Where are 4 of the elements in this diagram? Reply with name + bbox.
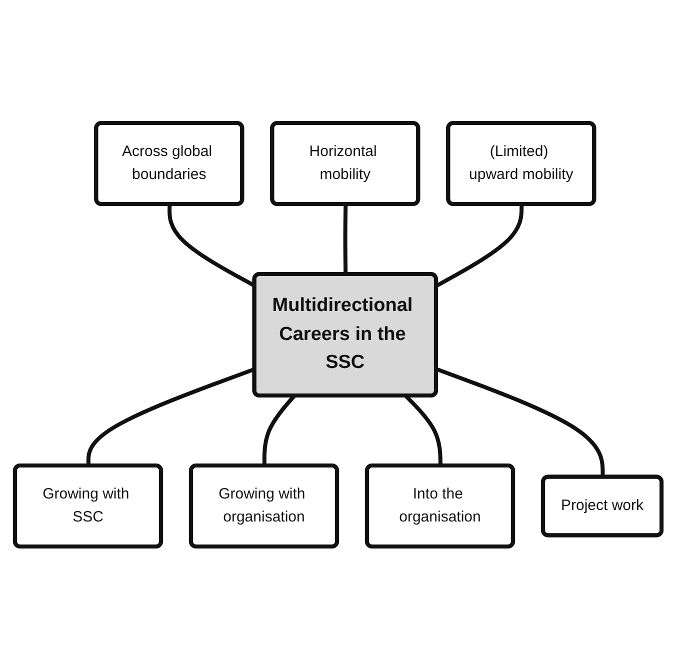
connector (436, 367, 604, 478)
connector (435, 204, 524, 288)
connector (167, 204, 256, 288)
connector (343, 204, 348, 275)
